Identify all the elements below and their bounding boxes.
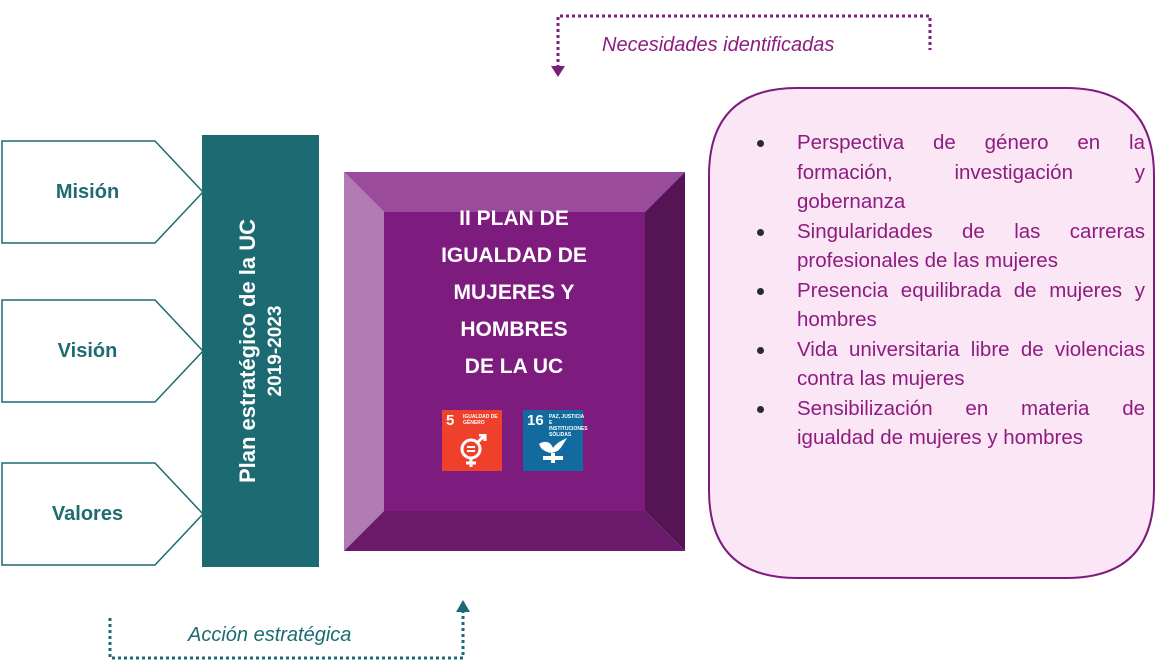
strategic-plan-title: Plan estratégico de la UC: [234, 218, 260, 484]
title-line: HOMBRES: [460, 318, 568, 341]
valores-label: Valores: [51, 502, 124, 525]
needs-list: Perspectiva de género en la formación, i…: [747, 128, 1145, 453]
strategic-plan-bar: Plan estratégico de la UC 2019-2023: [202, 135, 319, 567]
vision-label: Visión: [57, 339, 118, 362]
strategic-plan-text: Plan estratégico de la UC 2019-2023: [233, 141, 289, 561]
vision-chevron: Visión: [0, 298, 205, 404]
sdg-text: IGUALDAD DE GÉNERO: [463, 414, 498, 426]
list-item: Sensibilización en materia de igualdad d…: [747, 394, 1145, 453]
list-item: Presencia equilibrada de mujeres y hombr…: [747, 276, 1145, 335]
valores-chevron: Valores: [0, 461, 205, 567]
sdg-number: 16: [527, 412, 544, 429]
list-item: Singularidades de las carreras profesion…: [747, 217, 1145, 276]
list-item: Vida universitaria libre de violencias c…: [747, 335, 1145, 394]
strategic-action-label: Acción estratégica: [188, 624, 352, 646]
title-line: DE LA UC: [464, 355, 564, 378]
sdg16-peace-justice-icon: 16 PAZ, JUSTICIA E INSTITUCIONES SÓLIDAS: [523, 410, 588, 471]
sdg-number: 5: [446, 412, 455, 429]
title-line: MUJERES Y: [453, 281, 575, 304]
needs-box: [708, 87, 1155, 579]
peace-dove-icon: [523, 434, 583, 471]
needs-feedback-arrow: [551, 14, 932, 77]
list-item: Perspectiva de género en la formación, i…: [747, 128, 1145, 217]
needs-identified-label: Necesidades identificadas: [602, 34, 835, 56]
strategic-plan-years: 2019-2023: [264, 305, 286, 397]
chevron-shape: [1, 140, 205, 244]
sdg-text: PAZ, JUSTICIA E INSTITUCIONES SÓLIDAS: [549, 414, 588, 438]
equality-plan-box: [344, 172, 685, 551]
sdg5-gender-equality-icon: 5 IGUALDAD DE GÉNERO: [442, 410, 502, 471]
gender-equality-icon: [442, 433, 502, 473]
chevron-shape: [1, 462, 205, 566]
title-line: II PLAN DE: [459, 207, 569, 230]
strategic-action-arrow: [108, 600, 470, 660]
mision-chevron: Misión: [0, 139, 205, 245]
title-line: IGUALDAD DE: [441, 244, 587, 267]
equality-plan-title: II PLAN DE IGUALDAD DE MUJERES Y HOMBRES…: [386, 200, 642, 385]
chevron-shape: [1, 299, 205, 403]
mision-label: Misión: [55, 180, 120, 203]
